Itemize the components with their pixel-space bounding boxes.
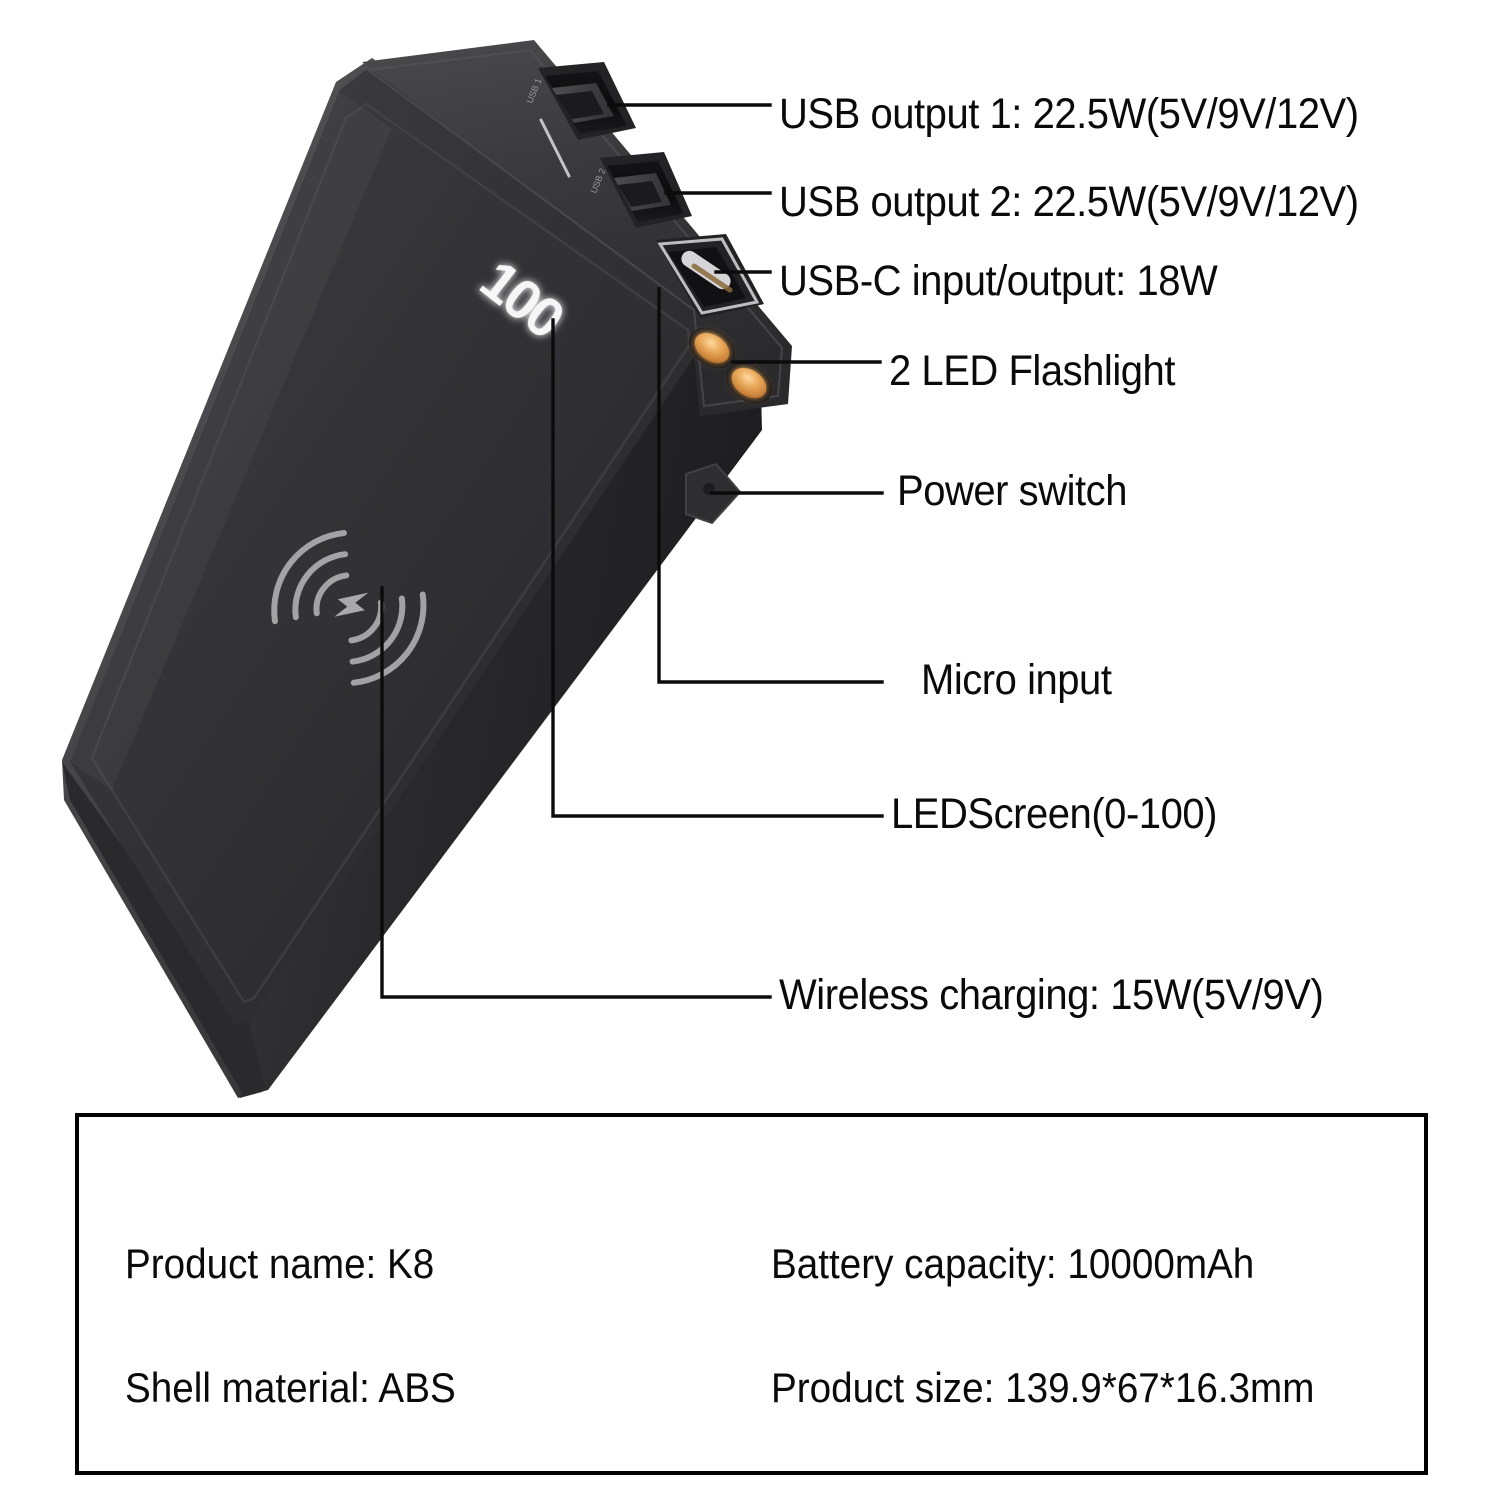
callout-micro-input: Micro input <box>921 656 1112 704</box>
lightning-bolt-icon <box>334 592 369 617</box>
power-bank-device: USB 1 USB 2 <box>0 0 900 1120</box>
spec-shell-material: Shell material: ABS <box>125 1364 456 1411</box>
port-indicator-strip <box>539 118 571 178</box>
spec-battery-capacity: Battery capacity: 10000mAh <box>771 1240 1255 1287</box>
callout-usb-output-1: USB output 1: 22.5W(5V/9V/12V) <box>779 90 1359 138</box>
callout-led-flashlight: 2 LED Flashlight <box>889 347 1175 395</box>
specification-box: Product name: K8 Battery capacity: 10000… <box>75 1113 1428 1475</box>
usb-a-port-1: USB 1 <box>525 62 636 140</box>
power-bank-illustration: USB 1 USB 2 <box>62 40 792 1098</box>
callout-usb-c: USB-C input/output: 18W <box>779 257 1218 305</box>
callout-led-screen: LEDScreen(0-100) <box>891 790 1217 838</box>
power-switch-button[interactable] <box>685 462 742 525</box>
device-bottom-edge <box>62 762 266 1096</box>
spec-product-name: Product name: K8 <box>125 1240 435 1287</box>
callout-usb-output-2: USB output 2: 22.5W(5V/9V/12V) <box>779 178 1359 226</box>
device-port-plate <box>362 40 792 416</box>
callout-power-switch: Power switch <box>897 467 1127 515</box>
spec-product-size: Product size: 139.9*67*16.3mm <box>771 1364 1315 1411</box>
device-top-face <box>70 68 712 1026</box>
callout-wireless-charging: Wireless charging: 15W(5V/9V) <box>779 971 1324 1019</box>
